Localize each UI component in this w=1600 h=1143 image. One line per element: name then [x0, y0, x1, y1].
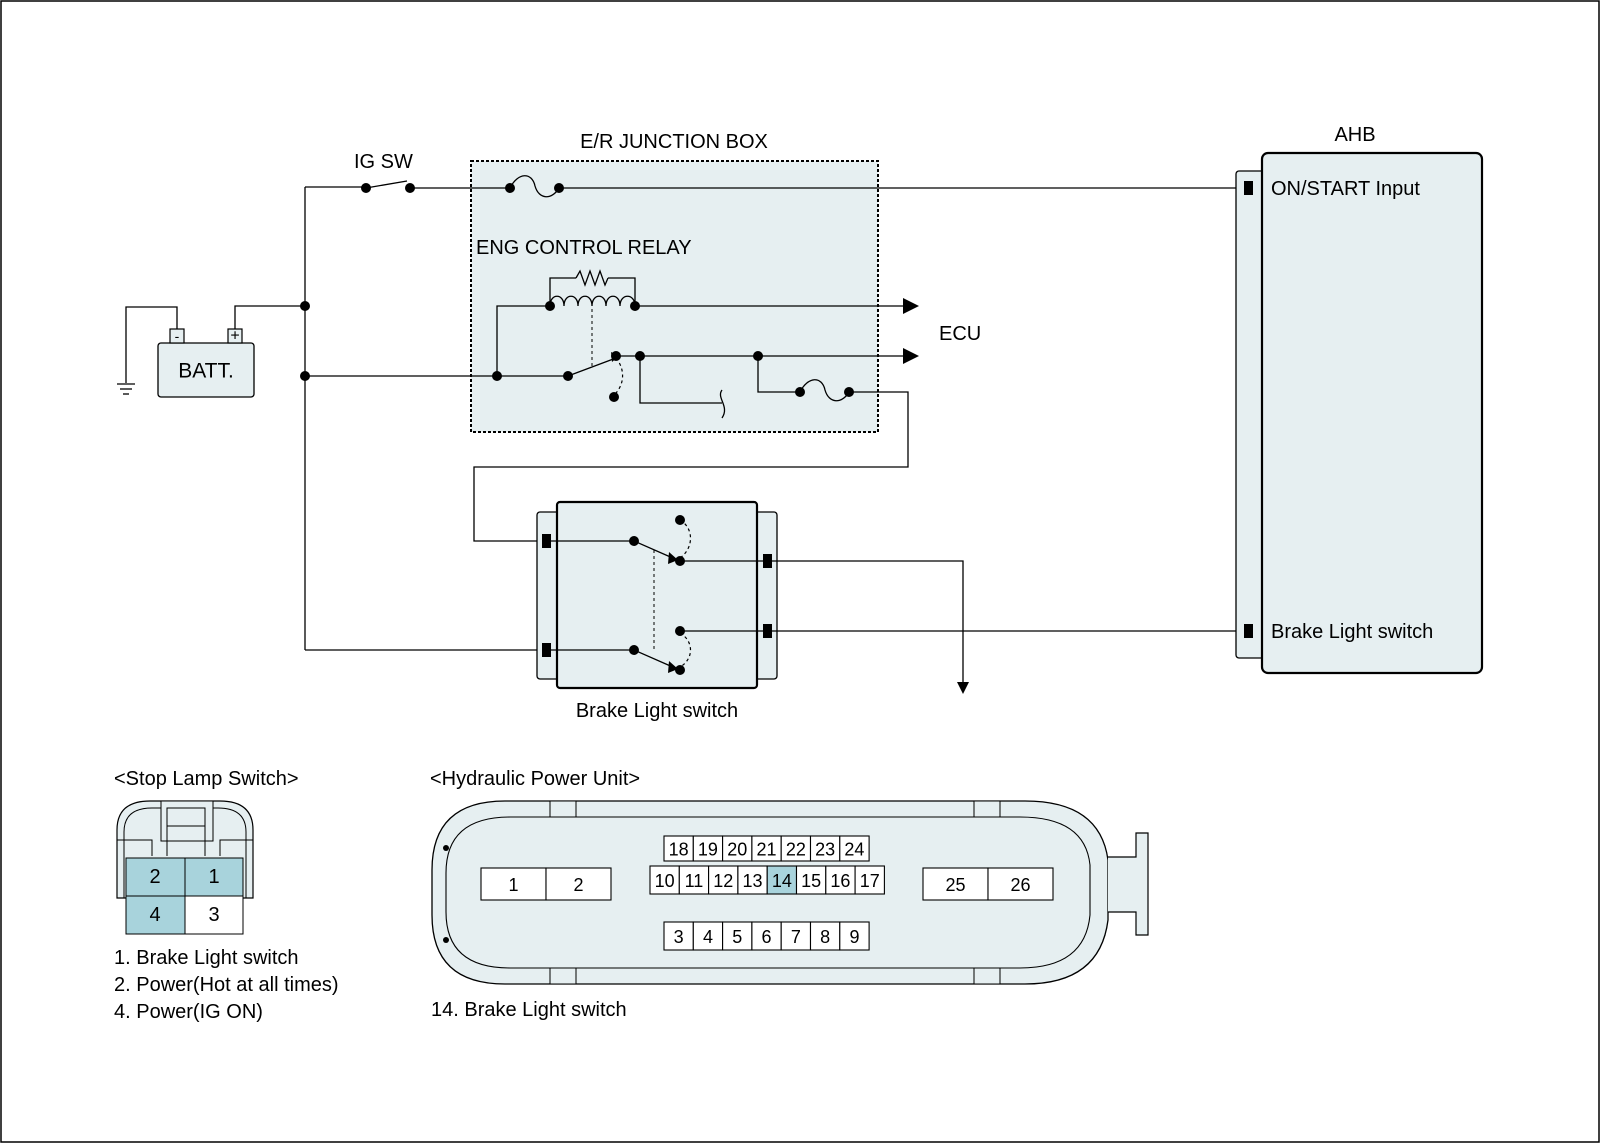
stop-lamp-pin: 2	[149, 866, 160, 888]
junction-box-label: E/R JUNCTION BOX	[580, 131, 768, 153]
hpu-pin-cell	[663, 835, 694, 862]
hpu-pin-label: 4	[703, 927, 713, 947]
brake-switch-body	[555, 500, 759, 690]
stop-lamp-note: 2. Power(Hot at all times)	[114, 974, 339, 996]
hpu-pin-label: 7	[791, 927, 801, 947]
hpu-note: 14. Brake Light switch	[431, 999, 627, 1021]
battery-label: BATT.	[178, 360, 234, 383]
hpu-pin-label: 17	[860, 871, 880, 891]
ground-icon	[117, 306, 178, 395]
hpu-pin-cell	[825, 865, 856, 895]
hpu-pin-cell	[722, 835, 753, 862]
hpu-pin-label: 14	[772, 871, 792, 891]
ahb-module	[1260, 151, 1484, 675]
fuse-icon	[799, 379, 850, 402]
battery-plus: +	[230, 328, 239, 345]
relay-coil-icon	[549, 295, 636, 307]
stop-lamp-pin: 1	[208, 866, 219, 888]
hpu-pin-cell	[692, 921, 724, 951]
hpu-title: <Hydraulic Power Unit>	[430, 768, 640, 790]
hpu-pin-cell	[809, 921, 841, 951]
hpu-pin-label: 23	[815, 840, 835, 860]
ahb-brake-label: Brake Light switch	[1271, 621, 1433, 643]
hpu-pin-label: 25	[945, 875, 965, 895]
hpu-pin-label: 12	[713, 871, 733, 891]
hpu-pin-cell	[751, 835, 782, 862]
stop-lamp-pin: 3	[208, 904, 219, 926]
battery: - + BATT.	[157, 328, 255, 398]
eng-relay-label: ENG CONTROL RELAY	[476, 237, 692, 259]
hpu-pin-cell	[692, 835, 724, 862]
hpu-pin-label: 8	[820, 927, 830, 947]
arrow-icon	[903, 348, 919, 364]
ahb-label: AHB	[1334, 124, 1375, 146]
ig-switch-label: IG SW	[354, 151, 413, 173]
hpu-pin-cell	[987, 867, 1054, 901]
hpu-pin-label: 9	[849, 927, 859, 947]
hpu-pin-cell	[663, 921, 694, 951]
hpu-pin-label: 21	[757, 840, 777, 860]
hpu-pin-label: 1	[508, 875, 518, 895]
brake-switch-label: Brake Light switch	[576, 700, 738, 722]
hpu-pin-cell	[780, 835, 812, 862]
battery-minus: -	[175, 328, 180, 344]
hpu-pin-label: 15	[801, 871, 821, 891]
hpu-pin-label: 11	[685, 871, 704, 891]
hpu-pin-label: 3	[674, 927, 684, 947]
hpu-pin-cell	[922, 867, 989, 901]
hpu-pin-cell	[766, 865, 798, 895]
hpu-pin-cell	[480, 867, 547, 901]
hpu-pin-cell	[809, 835, 841, 862]
stop-lamp-note: 4. Power(IG ON)	[114, 1001, 263, 1023]
hpu-pin-cell	[722, 921, 753, 951]
hpu-pin-cell	[839, 921, 870, 951]
hpu-pin-label: 19	[698, 840, 718, 860]
hpu-pin-cell	[780, 921, 812, 951]
hpu-pin-cell	[795, 865, 827, 895]
hpu-pin-label: 2	[573, 875, 583, 895]
ecu-label: ECU	[939, 323, 981, 345]
hpu-pin-cell	[839, 835, 870, 862]
resistor-icon	[575, 269, 609, 287]
hpu-pin-label: 10	[655, 871, 675, 891]
arrow-icon	[957, 682, 969, 694]
hpu-pin-cell	[751, 921, 782, 951]
fuse-icon	[509, 175, 560, 198]
stop-lamp-note: 1. Brake Light switch	[114, 947, 299, 969]
hpu-pin-label: 6	[762, 927, 772, 947]
hpu-pin-label: 16	[830, 871, 850, 891]
stop-lamp-title: <Stop Lamp Switch>	[114, 768, 299, 790]
hpu-pin-cell	[854, 865, 885, 895]
hpu-pin-label: 22	[786, 840, 806, 860]
hpu-pin-label: 13	[743, 871, 763, 891]
hpu-pin-label: 5	[732, 927, 742, 947]
hpu-pin-label: 18	[669, 840, 689, 860]
stop-lamp-pin: 4	[149, 904, 160, 926]
hpu-pin-cell	[737, 865, 768, 895]
arrow-icon	[903, 298, 919, 314]
ahb-on-start-label: ON/START Input	[1271, 178, 1420, 200]
hpu-pin-label: 24	[844, 840, 864, 860]
hpu-pin-label: 20	[727, 840, 747, 860]
junction-box	[470, 160, 879, 433]
hpu-pin-label: 26	[1010, 875, 1030, 895]
hpu-pin-cell	[545, 867, 612, 901]
stop-lamp-connector: 2 1 4 3	[116, 800, 254, 935]
